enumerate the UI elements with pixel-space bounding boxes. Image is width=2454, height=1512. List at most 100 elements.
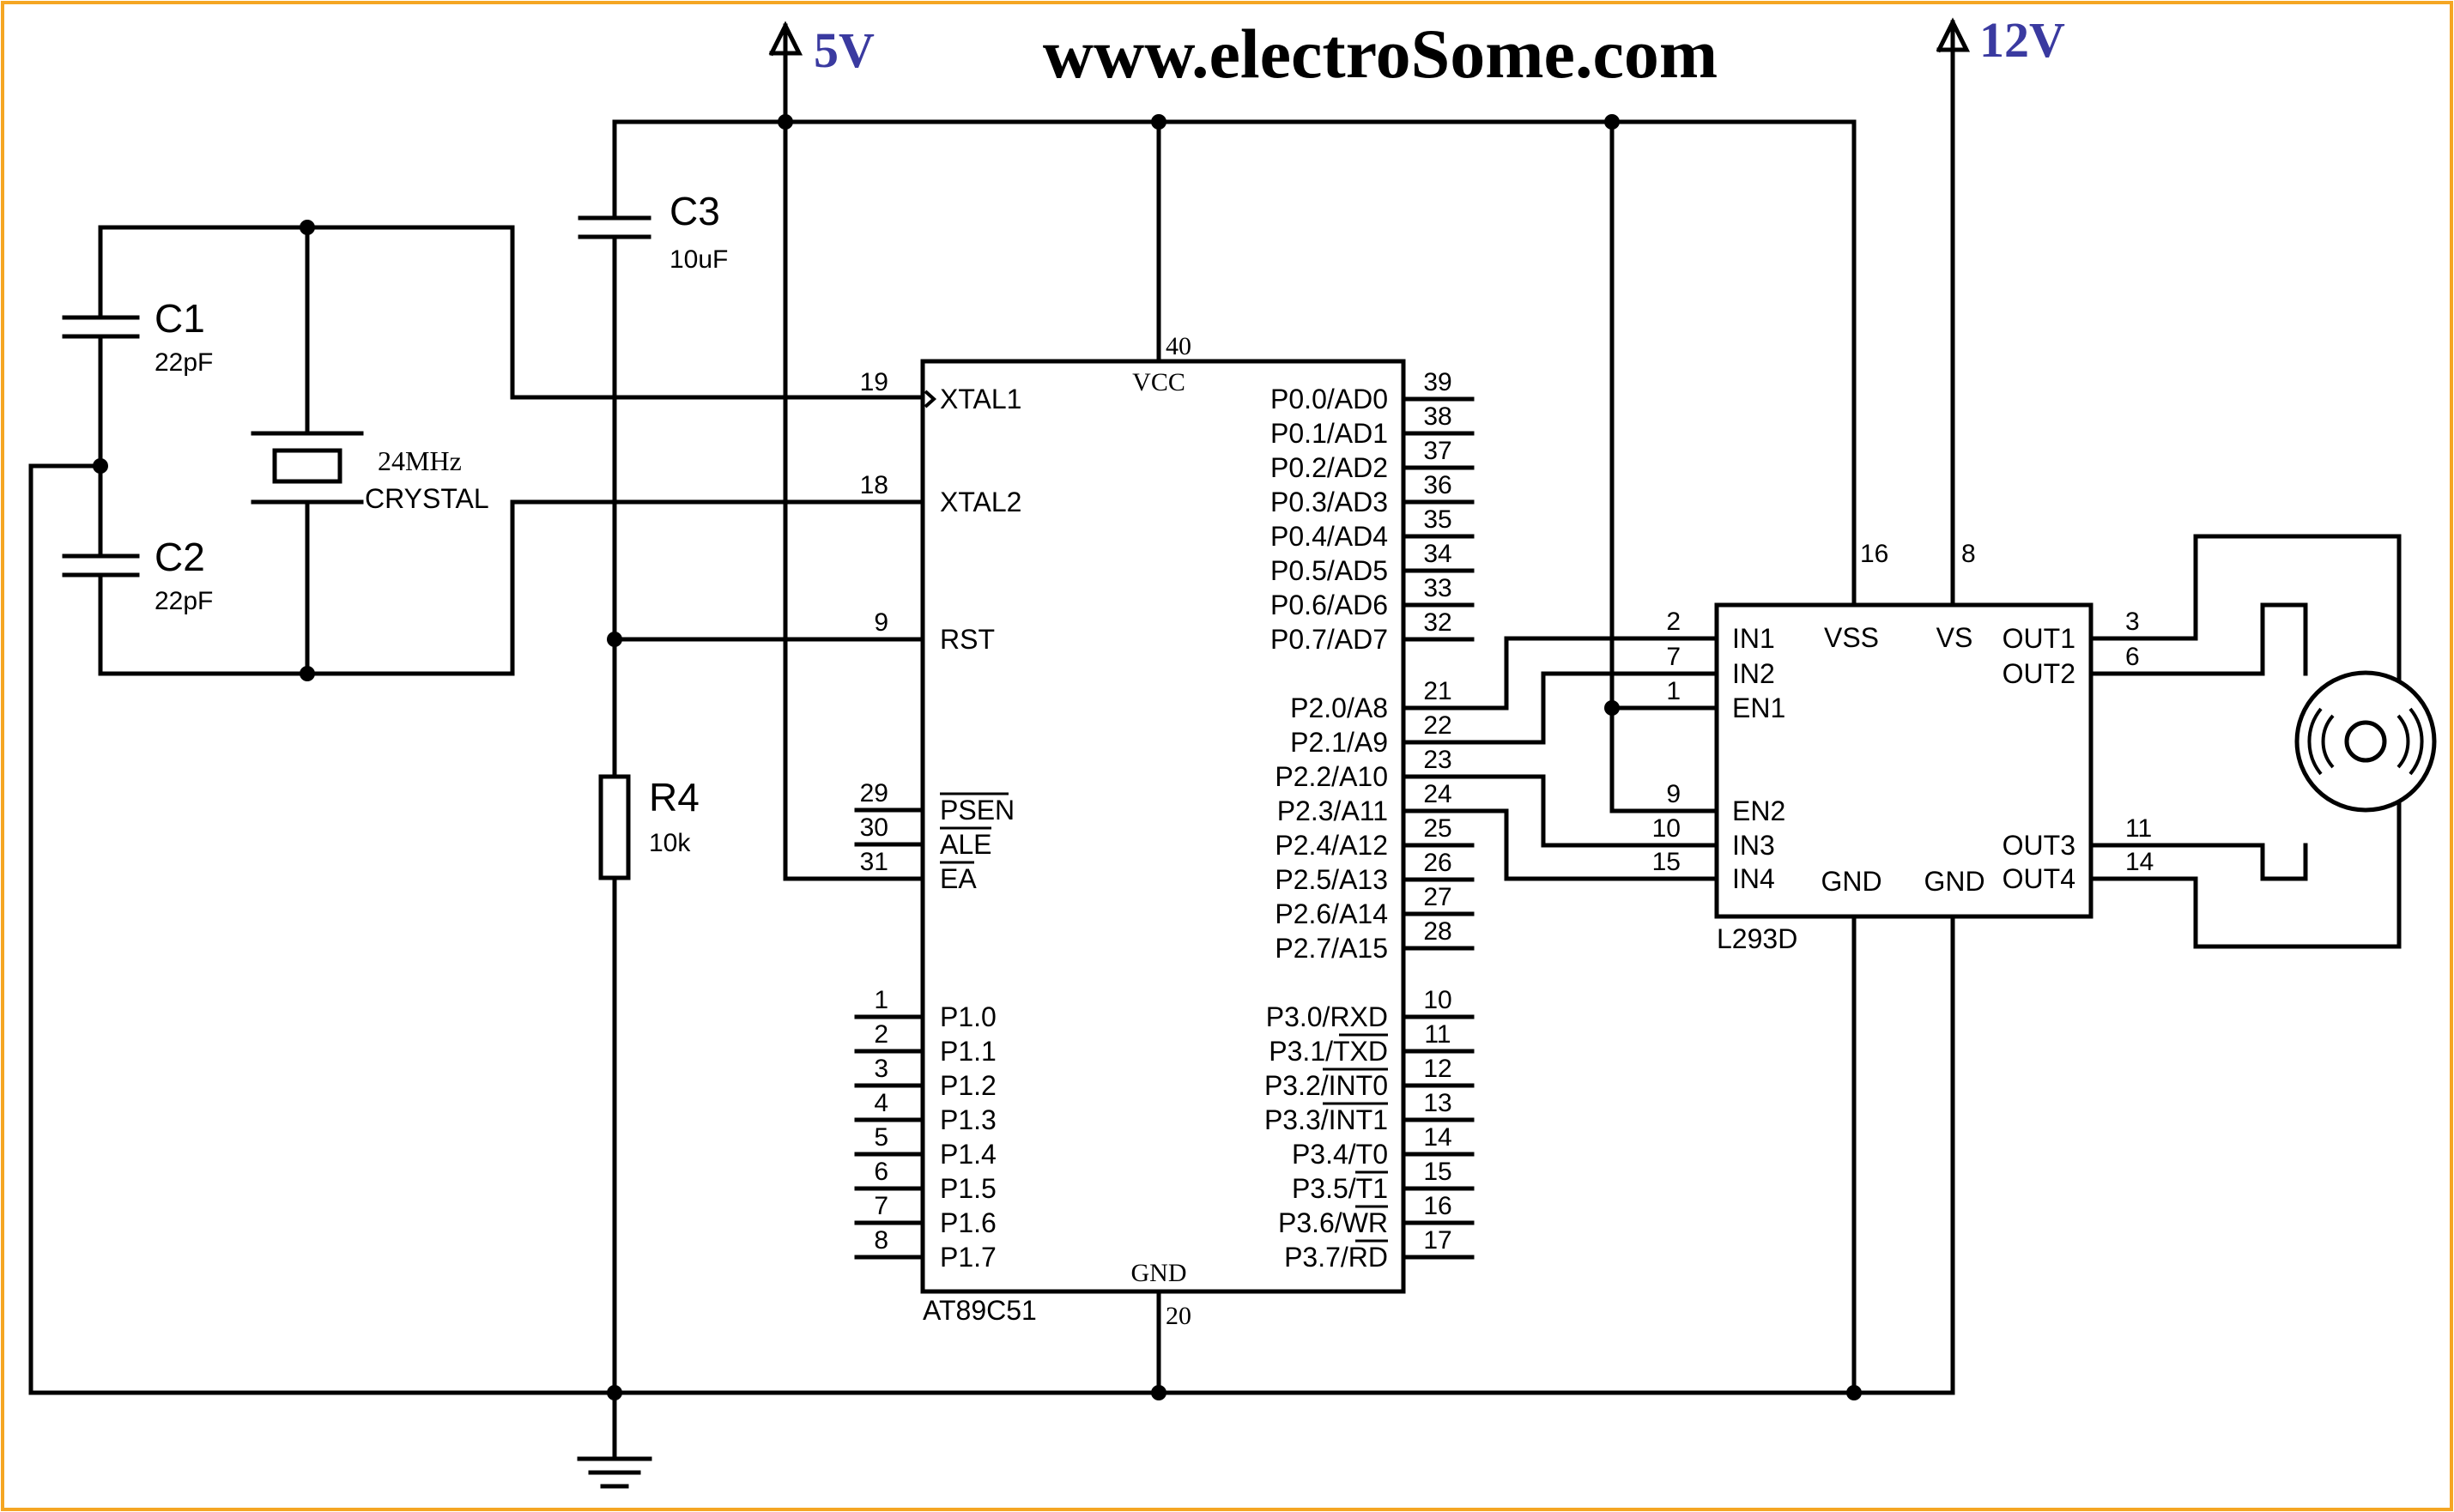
mcu-pin-label: P0.1/AD1 (1270, 418, 1388, 449)
mcu-pin-label: P1.7 (940, 1242, 997, 1273)
mcu-pin-number: 8 (874, 1226, 888, 1255)
resistor-r4: R4 10k (598, 637, 700, 1395)
vcc-5v-symbol: 5V (768, 21, 875, 124)
mcu-part-label: AT89C51 (923, 1295, 1037, 1326)
control-wires (1401, 636, 1719, 881)
mcu-pin-number: 26 (1423, 849, 1451, 877)
mcu-pin-number: 25 (1423, 814, 1451, 843)
crystal-label: CRYSTAL (365, 483, 489, 514)
dc-motor-icon (2294, 670, 2437, 813)
mcu-pin-number: 23 (1423, 746, 1451, 774)
crystal-24mhz: 24MHz CRYSTAL (251, 431, 489, 514)
driver-gnd-label-2: GND (1924, 866, 1984, 897)
website-title: www.electroSome.com (1043, 15, 1718, 93)
mcu-pin-label: P3.0/RXD (1266, 1001, 1388, 1032)
mcu-pin-number: 12 (1423, 1055, 1451, 1083)
mcu-pin-number: 11 (1424, 1020, 1451, 1049)
mcu-pin-label: P1.3 (940, 1104, 997, 1135)
mcu-pin-label: P3.4/T0 (1292, 1139, 1388, 1170)
mcu-pin-label: P0.3/AD3 (1270, 487, 1388, 517)
mcu-pin-p1-2: 3P1.2 (854, 1055, 997, 1101)
driver-pin-number: 2 (1666, 608, 1681, 636)
mcu-pin-number: 34 (1423, 540, 1451, 568)
junction-dots (93, 114, 1862, 1400)
mcu-pin-label: P1.5 (940, 1173, 997, 1204)
mcu-pin-number: 1 (874, 986, 888, 1014)
vcc-12v-symbol: 12V (1936, 12, 2065, 608)
driver-pin-number: 9 (1666, 780, 1681, 808)
driver-pin-label: IN4 (1732, 863, 1775, 894)
driver-part-label: L293D (1717, 923, 1797, 954)
c3-label: C3 (670, 189, 720, 233)
r4-label: R4 (649, 775, 700, 820)
driver-l293d: 16 8 VSS VS GND GND L293D 2IN17IN21EN19E… (1652, 540, 2154, 954)
mcu-pin-label: P3.3/INT1 (1264, 1104, 1388, 1135)
capacitor-c2: C2 22pF (62, 535, 213, 615)
driver-pin-label: IN3 (1732, 830, 1775, 861)
mcu-pin-label: XTAL2 (940, 487, 1021, 517)
driver-pin-number: 7 (1666, 643, 1681, 671)
mcu-pin-number: 24 (1423, 780, 1451, 808)
r4-value: 10k (649, 829, 691, 857)
driver-pin-label: OUT2 (2003, 658, 2075, 689)
capacitor-c1: C1 22pF (62, 296, 213, 377)
mcu-pin-label: P0.0/AD0 (1270, 384, 1388, 414)
driver-pin-number: 10 (1652, 814, 1681, 843)
mcu-pin-number: 5 (874, 1123, 888, 1152)
mcu-left-pins: 19XTAL118XTAL29RST29PSEN30ALE31EA1P1.02P… (854, 368, 1022, 1273)
mcu-pin-label: P2.7/A15 (1275, 933, 1388, 964)
driver-pin-number: 1 (1666, 677, 1681, 705)
crystal-freq: 24MHz (378, 445, 462, 476)
driver-pin-number: 15 (1652, 848, 1681, 876)
mcu-pin-number: 18 (860, 471, 888, 499)
mcu-pin-label: PSEN (940, 795, 1015, 826)
mcu-pin-number: 9 (874, 608, 888, 637)
driver-pin-label: EN1 (1732, 692, 1785, 723)
driver-pin-label: EN2 (1732, 795, 1785, 826)
capacitor-c3: C3 10uF (578, 189, 728, 642)
mcu-pin-label: P1.2 (940, 1070, 997, 1101)
mcu-pin-label: P2.5/A13 (1275, 864, 1388, 895)
driver-pin-number: 11 (2125, 814, 2152, 843)
driver-pin-label: OUT1 (2003, 623, 2075, 654)
driver-pin-label: IN1 (1732, 623, 1775, 654)
driver-vss-label: VSS (1824, 622, 1879, 653)
mcu-pin-number: 35 (1423, 505, 1451, 534)
c3-value: 10uF (670, 245, 728, 274)
mcu-pin-number: 6 (874, 1158, 888, 1186)
ground-bus-wires (28, 914, 1955, 1461)
c1-label: C1 (155, 296, 205, 341)
mcu-pin-p1-3: 4P1.3 (854, 1089, 997, 1135)
mcu-pin-label: P0.2/AD2 (1270, 452, 1388, 483)
mcu-pin-number: 39 (1423, 368, 1451, 396)
mcu-pin-p1-1: 2P1.1 (854, 1020, 997, 1067)
mcu-pin-number: 14 (1423, 1123, 1451, 1152)
mcu-pin-label: P1.6 (940, 1207, 997, 1238)
driver-vss-pin: 16 (1860, 540, 1888, 568)
mcu-at89c51: 40 VCC GND 20 AT89C51 19XTAL118XTAL29RST… (854, 332, 1475, 1330)
